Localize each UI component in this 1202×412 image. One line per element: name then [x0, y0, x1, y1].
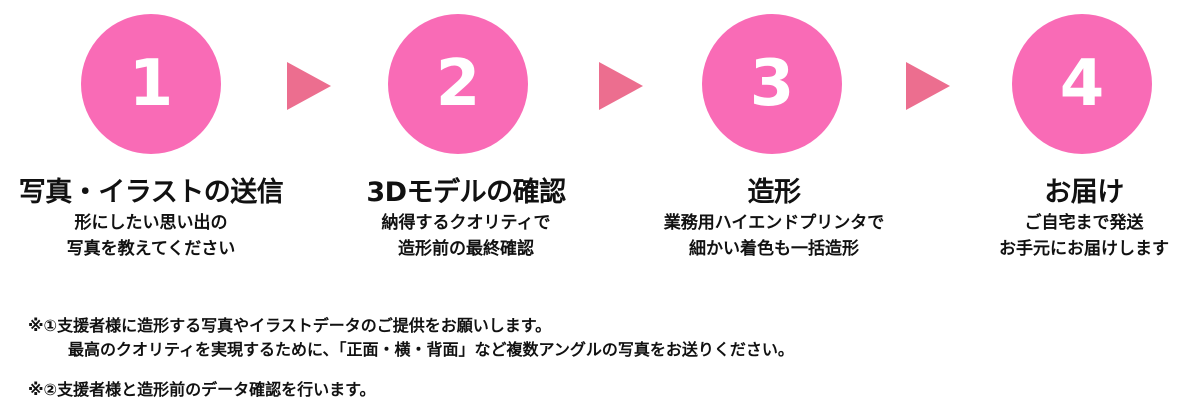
step-description-line: 納得するクオリティで [381, 213, 551, 233]
step-description-line: お手元にお届けします [999, 239, 1169, 259]
arrow-right-icon [287, 62, 331, 110]
step-title: 造形 [747, 177, 802, 208]
note-1: ※①支援者様に造形する写真やイラストデータのご提供をお願いします。 [28, 316, 552, 335]
step-description-line: ご自宅まで発送 [1024, 213, 1144, 233]
step-number: 4 [1059, 47, 1105, 121]
step-description: 納得するクオリティで 造形前の最終確認 [326, 210, 606, 262]
step-number: 2 [435, 47, 481, 121]
step-title: お届け [1044, 177, 1124, 208]
step-title: 写真・イラストの送信 [18, 177, 284, 208]
arrow-right-icon [906, 62, 950, 110]
step-number: 3 [749, 47, 795, 121]
step-title: 3Dモデルの確認 [366, 177, 566, 208]
step-description-line: 形にしたい思い出の [74, 213, 228, 233]
step-number-circle: 3 [702, 14, 842, 154]
step-description: 形にしたい思い出の 写真を教えてください [11, 210, 291, 262]
step-description: ご自宅まで発送 お手元にお届けします [944, 210, 1202, 262]
step-number-circle: 4 [1012, 14, 1152, 154]
note-2: ※②支援者様と造形前のデータ確認を行います。 [28, 380, 376, 399]
step-number: 1 [128, 47, 174, 121]
step-description-line: 写真を教えてください [66, 239, 236, 259]
step-description-line: 業務用ハイエンドプリンタで [663, 213, 885, 233]
note-1-detail: 最高のクオリティを実現するために、「正面・横・背面」など複数アングルの写真をお送… [68, 340, 794, 359]
step-description-line: 細かい着色も一括造形 [689, 239, 859, 259]
arrow-right-icon [599, 62, 643, 110]
step-description-line: 造形前の最終確認 [398, 239, 534, 259]
step-number-circle: 1 [81, 14, 221, 154]
notes-section: ※①支援者様に造形する写真やイラストデータのご提供をお願いします。 最高のクオリ… [28, 314, 794, 402]
step-number-circle: 2 [388, 14, 528, 154]
step-description: 業務用ハイエンドプリンタで 細かい着色も一括造形 [634, 210, 914, 262]
